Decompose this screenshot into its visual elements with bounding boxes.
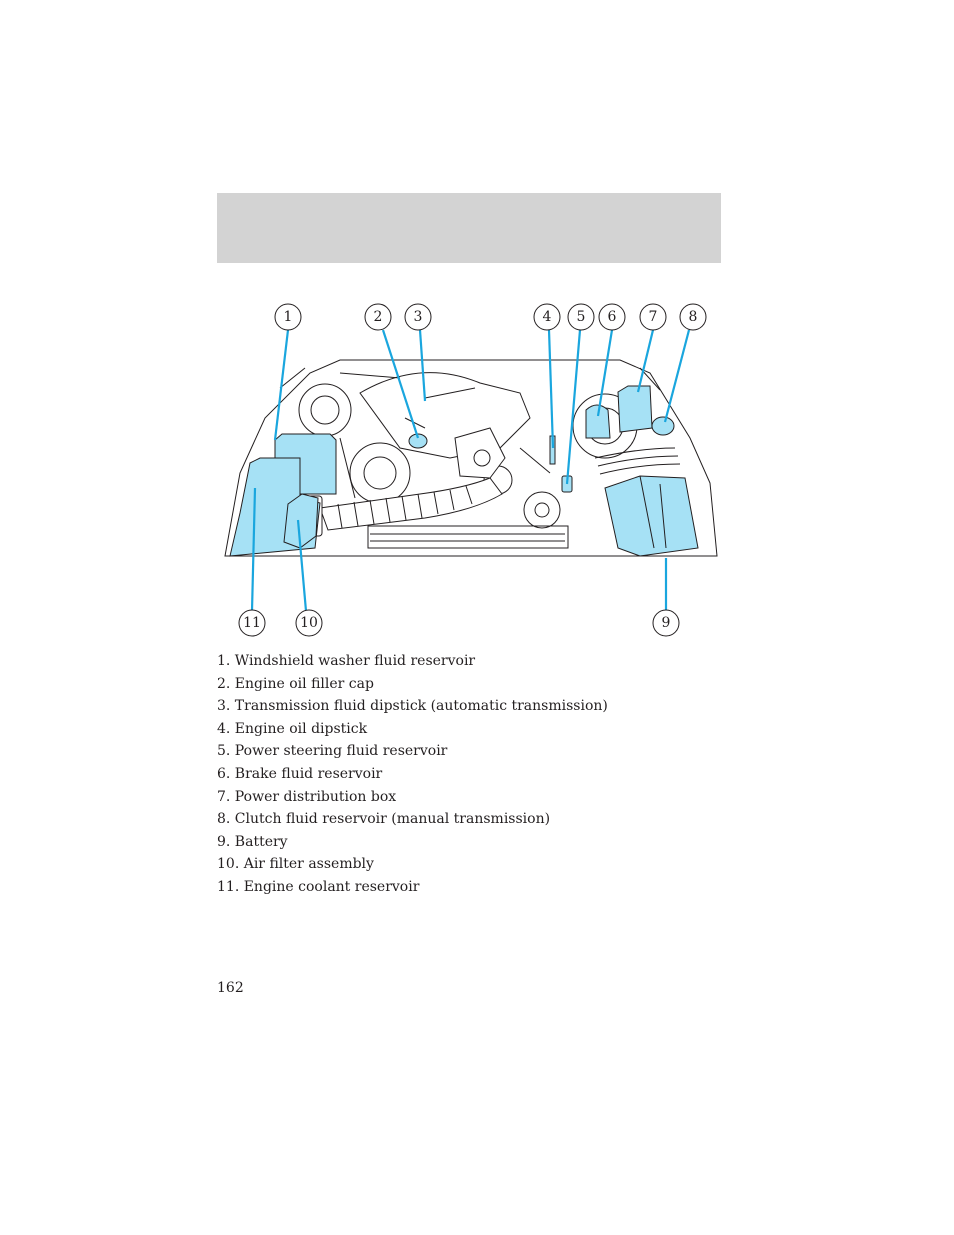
air-filter-highlight — [283, 493, 319, 549]
engine-compartment-diagram: 1 2 3 4 5 6 7 8 — [224, 303, 718, 637]
clutch-reservoir-highlight — [651, 416, 675, 436]
callout-11: 11 — [238, 609, 266, 637]
page-number: 162 — [217, 980, 244, 996]
engine-compartment-figure: 1 2 3 4 5 6 7 8 — [220, 298, 725, 643]
legend-item: 4. Engine oil dipstick — [217, 720, 368, 737]
power-distribution-box-highlight — [617, 385, 653, 433]
oil-filler-cap-highlight — [408, 433, 428, 449]
leader-lines — [250, 329, 691, 612]
callout-3-label: 3 — [414, 309, 423, 325]
legend-item: 7. Power distribution box — [217, 788, 397, 805]
callout-5-label: 5 — [577, 309, 586, 325]
legend-item: 10. Air filter assembly — [217, 856, 374, 873]
callout-9: 9 — [652, 609, 680, 637]
callout-11-label: 11 — [243, 615, 261, 631]
legend-item: 9. Battery — [217, 833, 288, 850]
callout-9-label: 9 — [662, 615, 671, 631]
callout-8-label: 8 — [689, 309, 698, 325]
legend-item: 5. Power steering fluid reservoir — [217, 743, 448, 760]
battery-highlight — [604, 475, 699, 557]
callout-8: 8 — [679, 303, 707, 331]
legend-item: 1. Windshield washer fluid reservoir — [217, 653, 476, 669]
legend-item: 2. Engine oil filler cap — [217, 675, 374, 692]
callout-2-label: 2 — [374, 309, 383, 325]
brake-reservoir-highlight — [585, 404, 611, 439]
callout-2: 2 — [364, 303, 392, 331]
callout-6: 6 — [598, 303, 626, 331]
section-header-band — [217, 193, 721, 263]
callout-6-label: 6 — [608, 309, 617, 325]
callout-4-label: 4 — [543, 309, 552, 325]
highlighted-components — [229, 385, 699, 557]
callout-5: 5 — [567, 303, 595, 331]
callout-1-label: 1 — [284, 309, 293, 325]
callout-7-label: 7 — [649, 309, 658, 325]
callout-3: 3 — [404, 303, 432, 331]
legend-item: 8. Clutch fluid reservoir (manual transm… — [217, 811, 551, 828]
component-legend: 1. Windshield washer fluid reservoir 2. … — [217, 650, 737, 899]
legend-item: 3. Transmission fluid dipstick (automati… — [217, 698, 608, 715]
legend-item: 11. Engine coolant reservoir — [217, 878, 420, 895]
callout-7: 7 — [639, 303, 667, 331]
callout-1: 1 — [274, 303, 302, 331]
callout-10: 10 — [295, 609, 323, 637]
callout-4: 4 — [533, 303, 561, 331]
callout-10-label: 10 — [300, 615, 318, 631]
legend-item: 6. Brake fluid reservoir — [217, 765, 383, 782]
